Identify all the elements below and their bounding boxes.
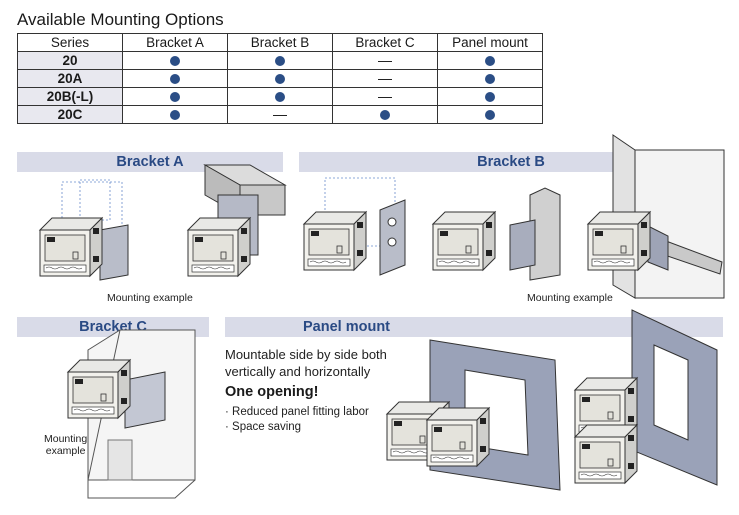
available-dot-icon: [380, 110, 390, 121]
panel-mount-desc-line2: vertically and horizontally: [225, 364, 371, 379]
available-dot-icon: [275, 92, 285, 103]
available-dot-icon: [170, 74, 180, 85]
header-panel-mount: Panel mount: [437, 33, 543, 52]
available-dot-icon: [485, 56, 495, 67]
available-dot-icon: [485, 110, 495, 121]
bullet-reduced-labor: · Reduced panel fitting labor: [225, 406, 369, 418]
available-dot-icon: [170, 92, 180, 103]
series-cell: 20C: [17, 105, 123, 124]
series-cell: 20: [17, 51, 123, 70]
bracket-c-caption-line2: example: [45, 445, 86, 457]
bracket-b-illustration: [303, 134, 725, 299]
unavailable-dash-icon: [378, 78, 392, 81]
available-dot-icon: [275, 56, 285, 67]
cell-bracket-c: [332, 105, 438, 124]
panel-mount-bullets: · Reduced panel fitting labor · Space sa…: [225, 405, 369, 435]
bracket-a-caption: Mounting example: [107, 292, 193, 304]
panel-mount-band: Panel mount: [225, 317, 723, 337]
available-dot-icon: [170, 56, 180, 67]
bracket-a-illustration: [39, 164, 287, 281]
available-dot-icon: [170, 110, 180, 121]
series-cell: 20B(-L): [17, 87, 123, 106]
page-title: Available Mounting Options: [17, 10, 224, 29]
header-series: Series: [17, 33, 123, 52]
panel-mount-desc-line1: Mountable side by side both: [225, 347, 387, 362]
available-dot-icon: [275, 74, 285, 85]
panel-mount-illustration: [386, 309, 718, 491]
bullet-space-saving: · Space saving: [225, 421, 302, 433]
table-row: 20B(-L): [17, 87, 543, 106]
bracket-c-caption-line1: Mounting: [44, 433, 88, 445]
panel-mount-highlight: One opening!: [225, 384, 319, 400]
available-dot-icon: [485, 92, 495, 103]
table-header-row: Series Bracket A Bracket B Bracket C Pan…: [17, 33, 543, 52]
header-bracket-a: Bracket A: [122, 33, 228, 52]
bracket-b-caption: Mounting example: [527, 292, 613, 304]
unavailable-dash-icon: [273, 114, 287, 117]
cell-panel-mount: [437, 105, 543, 124]
panel-mount-description: Mountable side by side both vertically a…: [225, 346, 387, 380]
bracket-c-illustration: [67, 329, 196, 499]
unavailable-dash-icon: [378, 60, 392, 63]
header-bracket-b: Bracket B: [227, 33, 333, 52]
mounting-options-table: Series Bracket A Bracket B Bracket C Pan…: [17, 33, 543, 124]
available-dot-icon: [485, 74, 495, 85]
bracket-c-caption: Mounting example: [44, 433, 87, 457]
table-row: 20C: [17, 105, 543, 124]
series-cell: 20A: [17, 69, 123, 88]
unavailable-dash-icon: [378, 96, 392, 99]
